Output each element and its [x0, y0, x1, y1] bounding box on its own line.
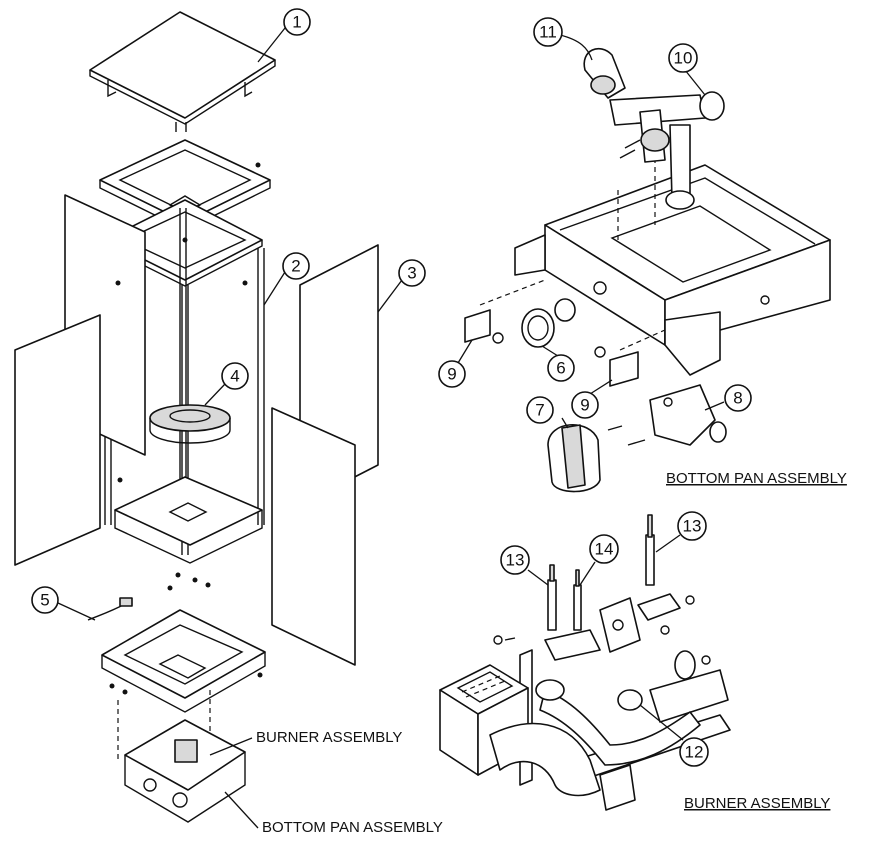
svg-text:3: 3 — [407, 264, 416, 283]
title-burner-assembly: BURNER ASSEMBLY — [684, 795, 830, 812]
callout-4: 4 — [221, 362, 249, 390]
callout-9a: 9 — [438, 360, 466, 388]
callout-12: 12 — [679, 737, 709, 767]
callout-6: 6 — [547, 354, 575, 382]
svg-text:13: 13 — [506, 551, 525, 570]
left-leaders — [57, 27, 403, 829]
burner-disc — [149, 404, 231, 444]
mini-bottom-pan-assembly — [124, 719, 246, 823]
callout-8: 8 — [724, 384, 752, 412]
callout-13b: 13 — [677, 511, 707, 541]
title-bottom-pan-assembly: BOTTOM PAN ASSEMBLY — [666, 470, 847, 487]
svg-text:10: 10 — [674, 49, 693, 68]
svg-text:11: 11 — [539, 23, 557, 42]
gas-valve-assembly — [583, 47, 725, 210]
svg-text:9: 9 — [580, 396, 589, 415]
callout-14: 14 — [589, 534, 619, 564]
svg-text:2: 2 — [291, 257, 300, 276]
svg-text:8: 8 — [733, 389, 742, 408]
callout-2: 2 — [282, 252, 310, 280]
top-right-leaders — [457, 34, 725, 429]
svg-text:5: 5 — [40, 591, 49, 610]
screws-left — [109, 162, 263, 695]
callout-3: 3 — [398, 259, 426, 287]
callout-13a: 13 — [500, 545, 530, 575]
left-exploded-view — [14, 11, 379, 823]
svg-text:7: 7 — [535, 401, 544, 420]
svg-text:9: 9 — [447, 365, 456, 384]
callout-9b: 9 — [571, 391, 599, 419]
bottom-pan-assembly-view — [464, 47, 831, 493]
svg-text:14: 14 — [595, 540, 614, 559]
label-burner-assembly-left: BURNER ASSEMBLY — [256, 729, 402, 746]
svg-text:6: 6 — [556, 359, 565, 378]
svg-text:13: 13 — [683, 517, 702, 536]
svg-text:4: 4 — [230, 367, 239, 386]
bracket-right — [609, 351, 639, 387]
burner-tube — [489, 722, 601, 797]
callout-10: 10 — [668, 43, 698, 73]
electrodes — [547, 514, 655, 631]
orifice-fitting — [617, 650, 711, 711]
svg-text:1: 1 — [292, 13, 301, 32]
bracket-left — [464, 309, 491, 343]
callout-1: 1 — [283, 8, 311, 36]
burner-pipe — [539, 689, 701, 766]
control-knob — [547, 424, 601, 493]
bottom-right-leaders — [527, 534, 684, 741]
electrode-brackets — [493, 593, 695, 661]
callout-5: 5 — [31, 586, 59, 614]
top-lid — [89, 11, 276, 132]
glass-panel-front-left — [14, 314, 101, 566]
callout-7: 7 — [526, 396, 554, 424]
igniter-wire — [87, 597, 133, 621]
knob-bezel — [521, 298, 576, 348]
control-valve — [607, 384, 727, 446]
base-pan — [101, 609, 266, 713]
svg-text:12: 12 — [685, 743, 704, 762]
burner-assembly-view — [439, 514, 731, 811]
label-bottom-pan-assembly-left: BOTTOM PAN ASSEMBLY — [262, 819, 443, 836]
bottom-tray — [114, 476, 263, 564]
glass-panel-front-right — [271, 407, 356, 666]
callout-11: 11 — [533, 17, 563, 47]
